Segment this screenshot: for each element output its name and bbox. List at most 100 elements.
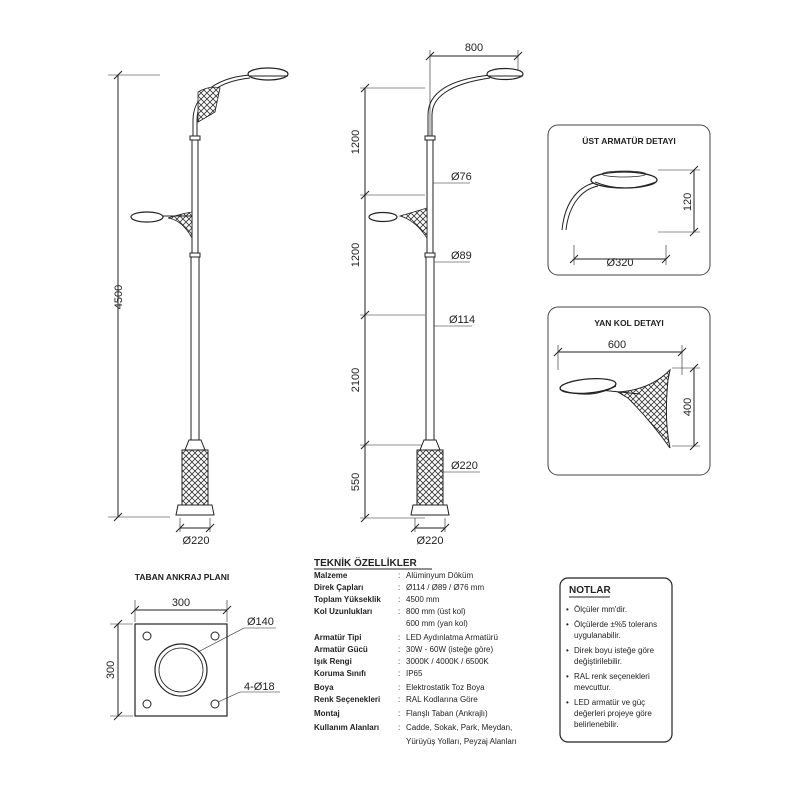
left-height-dimension: 4500 xyxy=(108,70,170,522)
note-line: Direk boyu isteğe göre xyxy=(574,646,655,655)
note-bullet: • xyxy=(566,646,569,655)
bolt-hole xyxy=(142,699,152,709)
segment-label-2: 1200 xyxy=(350,243,362,267)
spec-value: Cadde, Sokak, Park, Meydan, xyxy=(406,723,512,732)
hole-diameter-label: Ø140 xyxy=(247,616,274,628)
top-luminaire-detail: ÜST ARMATÜR DETAYI 120 Ø320 xyxy=(547,124,711,276)
diameter-label-220: Ø220 xyxy=(451,460,478,472)
spec-value: Ø114 / Ø89 / Ø76 mm xyxy=(406,583,484,592)
top-detail-width-label: Ø320 xyxy=(607,257,634,269)
left-base-flange xyxy=(175,504,215,516)
diameter-label-89: Ø89 xyxy=(451,250,472,262)
right-arm-width-label: 800 xyxy=(465,42,483,54)
notes-box: NOTLAR • Ölçüler mm'dir. • Ölçülerde ±%5 to… xyxy=(559,577,673,743)
spec-value: 800 mm (üst kol) xyxy=(406,607,466,616)
spec-value: 3000K / 4000K / 6500K xyxy=(406,657,489,666)
spec-value: 4500 mm xyxy=(406,595,440,604)
spec-separator: : xyxy=(398,657,400,666)
right-base-lattice xyxy=(416,449,444,506)
spec-separator: : xyxy=(398,683,400,692)
spec-value: RAL Kodlarına Göre xyxy=(406,695,478,704)
top-detail-height-label: 120 xyxy=(682,193,694,211)
note-bullet: • xyxy=(566,672,569,681)
right-base-label: Ø220 xyxy=(417,535,444,547)
segment-label-3: 2100 xyxy=(350,368,362,392)
spec-label: Direk Çapları xyxy=(314,583,363,592)
left-base-collar xyxy=(184,439,206,451)
right-side-arm-ornament xyxy=(398,207,428,240)
note-line: Ölçüler mm'dir. xyxy=(574,605,627,614)
left-top-luminaire xyxy=(247,67,289,81)
left-top-arm-ornament xyxy=(197,86,221,123)
spec-label: Montaj xyxy=(314,709,340,718)
left-base-lattice xyxy=(181,449,209,506)
spec-value: Elektrostatik Toz Boya xyxy=(406,683,485,692)
base-plan-height-label: 300 xyxy=(105,661,117,679)
left-pole-drawing: 4500 Ø220 xyxy=(108,67,289,547)
left-pole-middle xyxy=(191,137,199,256)
bolt-hole xyxy=(210,631,220,641)
center-hole xyxy=(154,643,208,697)
top-detail-title: ÜST ARMATÜR DETAYI xyxy=(582,136,676,146)
note-line: belirlenebilir. xyxy=(574,720,618,729)
right-pole-middle xyxy=(426,137,434,256)
technical-specs: TEKNİK ÖZELLİKLER Malzeme:Alüminyum Dökü… xyxy=(314,556,517,746)
segment-label-4: 550 xyxy=(350,473,362,491)
spec-separator: : xyxy=(398,633,400,642)
base-plan-width-label: 300 xyxy=(172,597,190,609)
specs-title: TEKNİK ÖZELLİKLER xyxy=(314,556,418,569)
spec-value: Alüminyum Döküm xyxy=(406,571,473,580)
notes-title: NOTLAR xyxy=(569,585,611,596)
base-plan-title: TABAN ANKRAJ PLANI xyxy=(135,572,229,582)
note-bullet: • xyxy=(566,698,569,707)
left-height-label: 4500 xyxy=(113,285,125,309)
right-top-arm xyxy=(427,74,491,116)
spec-separator: : xyxy=(398,571,400,580)
right-base-collar xyxy=(419,439,441,451)
spec-separator: : xyxy=(398,607,400,616)
right-pole-drawing: 800 1200 1200 2100 550 Ø76 Ø xyxy=(350,42,524,547)
bolt-hole-label: 4-Ø18 xyxy=(244,681,275,693)
spec-separator: : xyxy=(398,645,400,654)
spec-label: Işık Rengi xyxy=(314,657,352,666)
bolt-hole xyxy=(142,631,152,641)
spec-label: Boya xyxy=(314,683,334,692)
spec-separator: : xyxy=(398,695,400,704)
note-line: LED armatür ve güç xyxy=(574,698,645,707)
segment-label-1: 1200 xyxy=(350,130,362,154)
spec-label: Armatür Gücü xyxy=(314,645,368,654)
side-detail-height-label: 400 xyxy=(682,398,694,416)
diameter-label-76: Ø76 xyxy=(451,171,472,183)
spec-separator: : xyxy=(398,723,400,732)
side-arm-detail: YAN KOL DETAYI 600 400 xyxy=(547,306,711,476)
right-top-luminaire xyxy=(486,67,524,81)
spec-value: LED Aydınlatma Armatürü xyxy=(406,633,498,642)
spec-label: Armatür Tipi xyxy=(314,633,361,642)
base-anchor-plan: TABAN ANKRAJ PLANI 300 300 Ø140 4-Ø18 xyxy=(105,572,280,721)
spec-value: 600 mm (yan kol) xyxy=(406,619,468,628)
spec-separator: : xyxy=(398,709,400,718)
side-detail-title: YAN KOL DETAYI xyxy=(594,318,663,328)
spec-value: IP65 xyxy=(406,669,423,678)
spec-label: Toplam Yükseklik xyxy=(314,595,381,604)
spec-value: Yürüyüş Yolları, Peyzaj Alanları xyxy=(406,737,517,746)
spec-label: Koruma Sınıfı xyxy=(314,669,366,678)
right-base-flange xyxy=(410,504,450,516)
left-pole-lower xyxy=(190,254,200,441)
spec-separator: : xyxy=(398,669,400,678)
spec-separator: : xyxy=(398,595,400,604)
note-line: değerleri projeye göre xyxy=(574,709,652,718)
bolt-hole xyxy=(210,699,220,709)
note-line: RAL renk seçenekleri xyxy=(574,672,650,681)
spec-value: Flanşlı Taban (Ankrajlı) xyxy=(406,709,488,718)
note-line: Ölçülerde ±%5 tolerans xyxy=(574,620,657,629)
note-line: mevcuttur. xyxy=(574,683,611,692)
diameter-label-114: Ø114 xyxy=(449,314,475,326)
spec-label: Renk Seçenekleri xyxy=(314,695,380,704)
note-line: uygulanabilir. xyxy=(574,631,621,640)
right-pole-lower xyxy=(425,254,435,441)
spec-separator: : xyxy=(398,583,400,592)
left-side-luminaire xyxy=(130,211,164,223)
